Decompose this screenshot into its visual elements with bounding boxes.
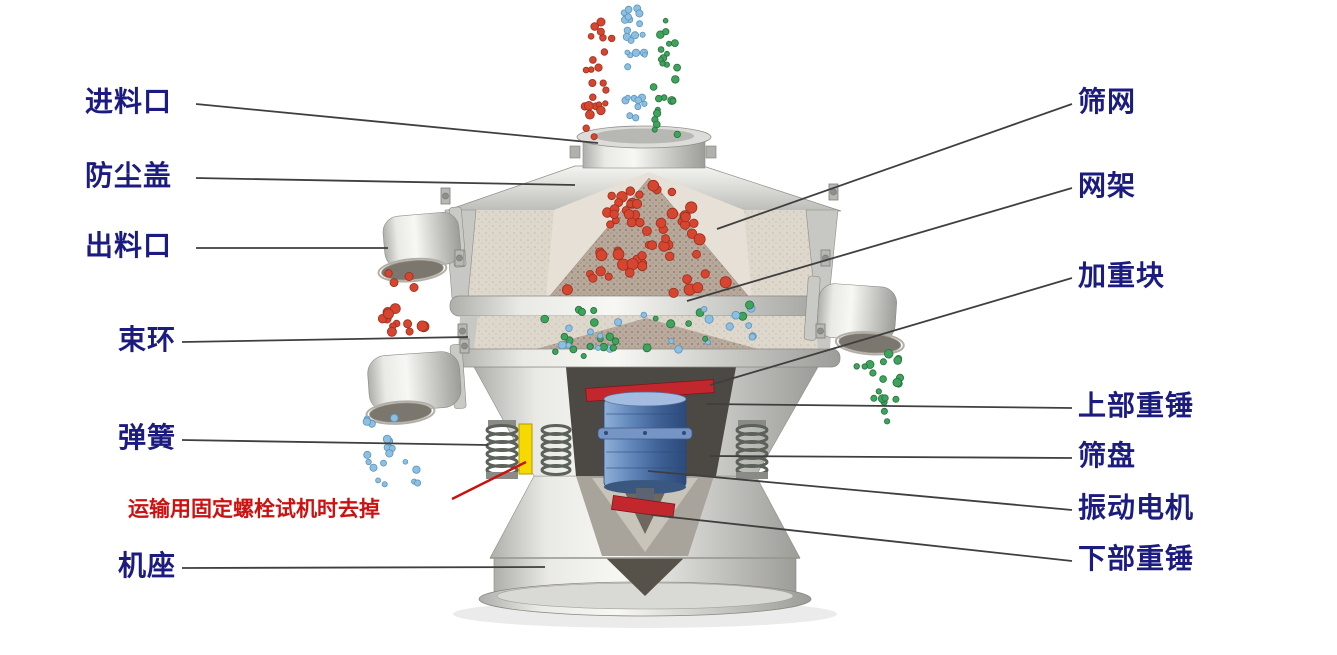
leader-lines	[181, 103, 1073, 569]
label-upper-weight: 上部重锤	[1078, 391, 1195, 422]
label-dust-cover: 防尘盖	[85, 161, 173, 192]
label-machine-base: 机座	[118, 551, 177, 582]
label-discharge-outlet: 出料口	[85, 231, 173, 262]
spring-right	[735, 420, 769, 479]
discharge-outlet-right	[803, 275, 905, 356]
leader-sieve-tray	[709, 455, 1073, 459]
leader-mesh-frame	[686, 187, 1073, 302]
discharge-outlet-lower	[365, 344, 467, 425]
particle-streams	[362, 4, 905, 488]
label-vibration-motor: 振动电机	[1078, 493, 1195, 524]
label-clamp-ring: 束环	[118, 325, 177, 356]
leader-screen-mesh	[716, 103, 1073, 230]
label-sieve-tray: 筛盘	[1078, 441, 1137, 472]
label-screen-mesh: 筛网	[1078, 87, 1137, 118]
vibration-motor-assembly	[585, 379, 715, 519]
clamp-bolts	[440, 183, 839, 354]
leader-upper-weight	[705, 403, 1073, 409]
spring-left-a	[485, 420, 519, 479]
leader-transport-bolt-note	[451, 460, 527, 501]
leader-lower-weight	[651, 514, 1073, 562]
leader-dust-cover	[195, 177, 576, 186]
label-feed-inlet: 进料口	[85, 87, 173, 118]
leader-machine-base	[181, 566, 546, 569]
lower-chamber	[449, 295, 843, 368]
leader-spring	[181, 439, 489, 446]
sieve-tray-cone	[536, 318, 758, 349]
label-transport-bolt-note: 运输用固定螺栓试机时去掉	[128, 497, 380, 521]
label-weight-block: 加重块	[1078, 261, 1166, 292]
feed-inlet-shape	[569, 125, 717, 169]
leader-vibration-motor	[647, 470, 1073, 511]
label-lower-weight: 下部重锤	[1078, 544, 1195, 575]
leader-clamp-ring	[181, 336, 469, 343]
label-spring: 弹簧	[118, 423, 177, 454]
lower-weight-plate	[611, 495, 676, 519]
machine-base-body	[478, 555, 812, 617]
label-mesh-frame: 网架	[1078, 171, 1137, 202]
transport-bolt-yellow	[518, 423, 533, 475]
spring-left-b	[540, 424, 572, 476]
leader-weight-block	[709, 277, 1073, 386]
discharge-outlet-upper	[377, 206, 467, 283]
leader-feed-inlet	[195, 103, 599, 144]
